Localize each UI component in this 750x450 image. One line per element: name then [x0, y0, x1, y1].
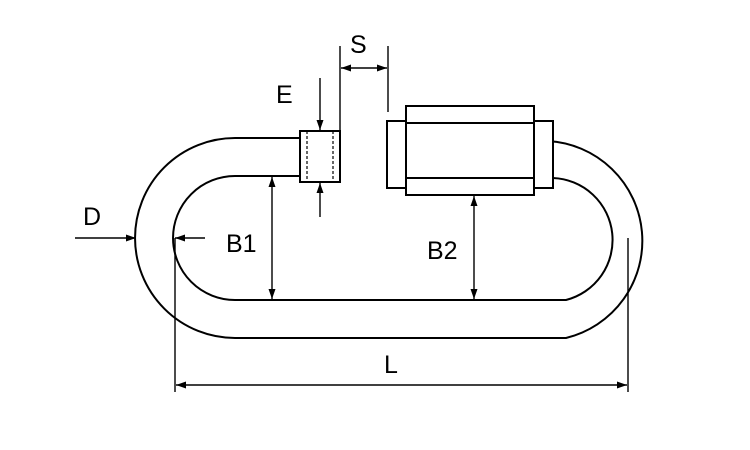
label-l: L — [384, 351, 398, 379]
wire-end — [299, 130, 341, 183]
link-outer-outline — [134, 137, 644, 339]
label-s: S — [350, 31, 367, 59]
screw-sleeve — [386, 105, 554, 196]
dimension-l — [174, 238, 629, 392]
label-b1: B1 — [226, 230, 257, 258]
label-e: E — [276, 81, 293, 109]
link-inner-outline — [172, 175, 614, 301]
label-b2: B2 — [427, 237, 458, 265]
dimension-s — [339, 46, 389, 131]
label-d: D — [83, 203, 101, 231]
